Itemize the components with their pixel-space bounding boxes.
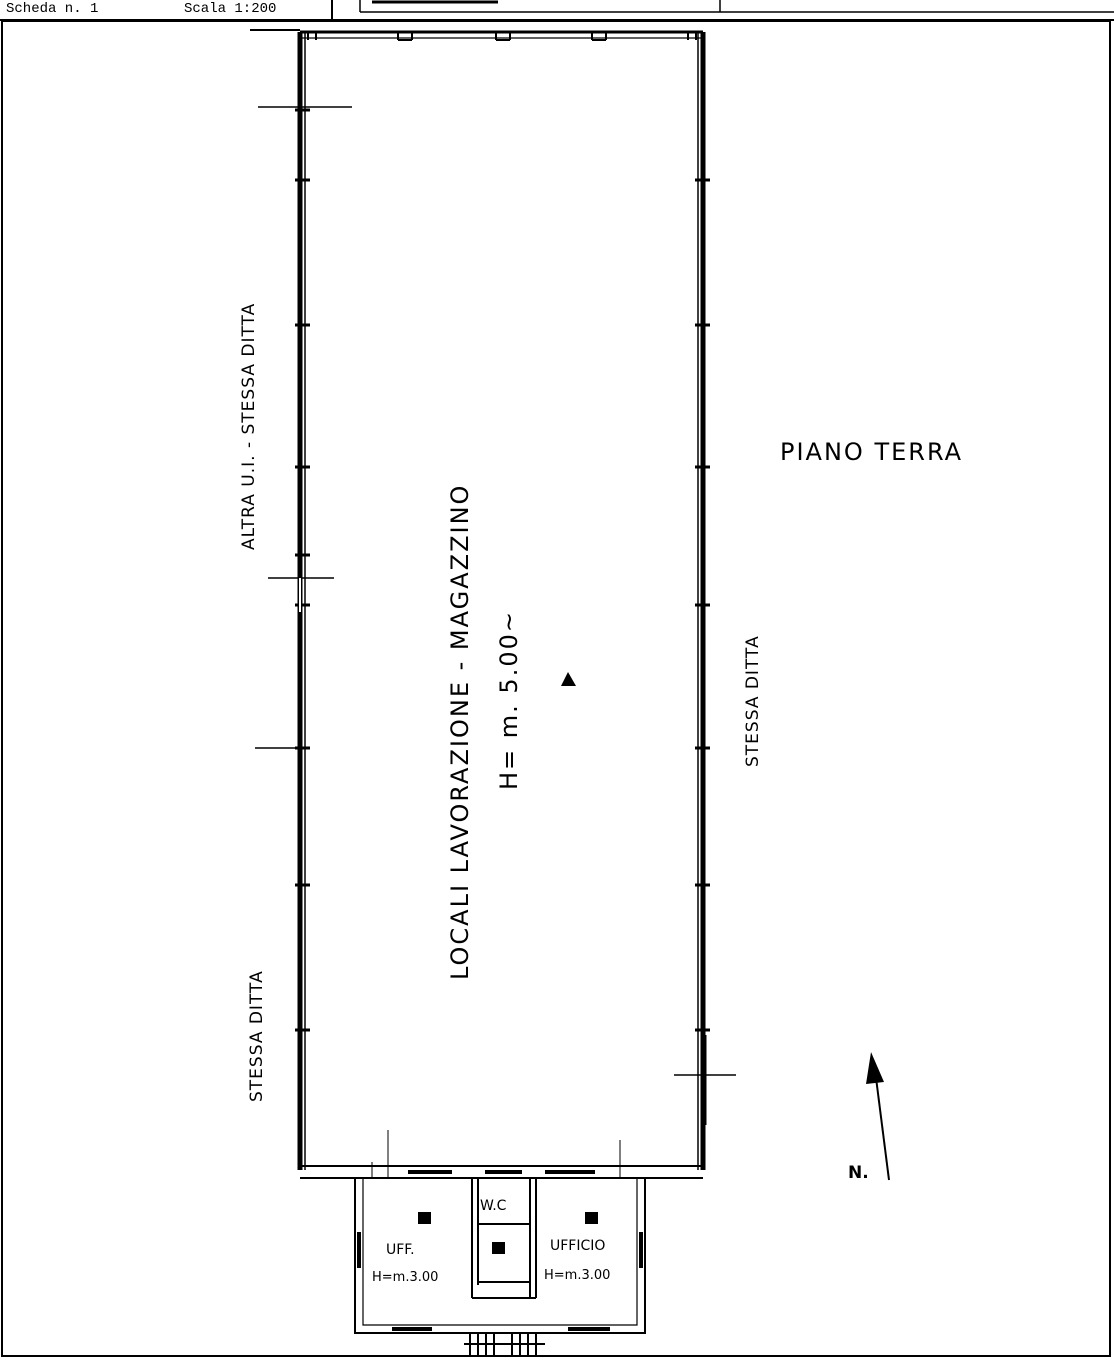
main-walls xyxy=(250,29,706,1179)
floor-label: PIANO TERRA xyxy=(780,438,963,466)
north-label: N. xyxy=(848,1163,869,1183)
entrance-steps xyxy=(464,1333,545,1356)
wc-label: W.C xyxy=(480,1198,507,1214)
left-neighbor-lower-label: STESSA DITTA xyxy=(247,970,267,1102)
top-wall-marks xyxy=(307,32,697,41)
pillar-ticks xyxy=(295,108,710,1032)
annex-windows xyxy=(357,1170,643,1331)
title-block: Scheda n. 1 Scala 1:200 xyxy=(0,0,1114,24)
annex-walls xyxy=(354,1130,646,1334)
office-left-label: UFF. xyxy=(386,1242,415,1258)
north-arrow xyxy=(866,1052,890,1181)
page-border xyxy=(1,20,1111,1357)
office-left-height: H=m.3.00 xyxy=(372,1270,438,1285)
point-markers xyxy=(418,672,598,1254)
sheet-number: Scheda n. 1 xyxy=(6,1,99,17)
right-neighbor-label: STESSA DITTA xyxy=(743,635,763,767)
office-right-height: H=m.3.00 xyxy=(544,1268,610,1283)
scale-label: Scala 1:200 xyxy=(184,1,277,17)
office-right-label: UFFICIO xyxy=(550,1238,605,1254)
boundary-lines xyxy=(255,106,736,1125)
main-room-height: H= m. 5.00~ xyxy=(495,610,523,790)
left-neighbor-upper-label: ALTRA U.I. - STESSA DITTA xyxy=(239,303,259,550)
main-room-label: LOCALI LAVORAZIONE - MAGAZZINO xyxy=(446,484,474,980)
